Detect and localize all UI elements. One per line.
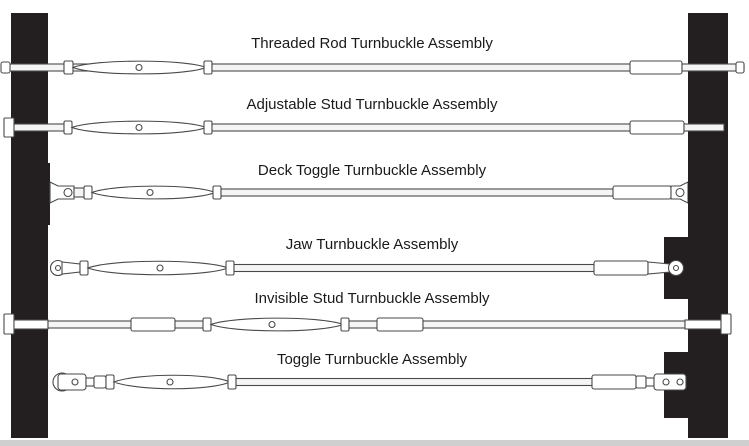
assembly-jaw bbox=[49, 259, 685, 277]
left-deck-plate bbox=[46, 163, 50, 225]
assembly-label: Threaded Rod Turnbuckle Assembly bbox=[251, 35, 493, 52]
assembly-invisible-stud bbox=[3, 313, 732, 335]
left-post bbox=[11, 13, 48, 438]
assembly-threaded-rod bbox=[0, 60, 745, 75]
assembly-label: Invisible Stud Turnbuckle Assembly bbox=[254, 290, 490, 307]
footer-strip bbox=[0, 440, 749, 446]
assembly-label: Toggle Turnbuckle Assembly bbox=[277, 351, 468, 368]
assembly-deck-toggle bbox=[49, 181, 689, 204]
right-post bbox=[664, 13, 728, 438]
assembly-label: Deck Toggle Turnbuckle Assembly bbox=[258, 162, 487, 179]
assembly-adjustable-stud bbox=[3, 117, 725, 138]
assembly-label: Jaw Turnbuckle Assembly bbox=[286, 236, 459, 253]
right-deck-plate bbox=[688, 163, 692, 225]
assembly-toggle bbox=[52, 372, 687, 392]
assembly-label: Adjustable Stud Turnbuckle Assembly bbox=[247, 96, 498, 113]
